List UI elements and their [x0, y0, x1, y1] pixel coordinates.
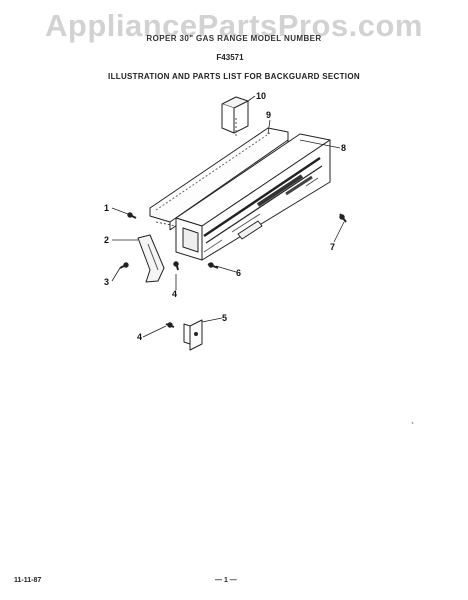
callout-4-upper: 4	[172, 289, 177, 299]
callout-9: 9	[266, 110, 271, 120]
screw-part-1	[127, 212, 137, 219]
section-title: ILLUSTRATION AND PARTS LIST FOR BACKGUAR…	[108, 72, 360, 81]
callout-3: 3	[104, 277, 109, 287]
watermark: AppliancePartsPros.com	[45, 8, 423, 43]
callout-2: 2	[104, 235, 109, 245]
screw-part-6	[207, 262, 219, 269]
end-cap-part-2	[137, 234, 165, 283]
callout-6: 6	[236, 268, 241, 278]
screw-part-7	[339, 213, 347, 223]
screw-part-4a	[173, 261, 179, 271]
callout-7: 7	[330, 242, 335, 252]
diagram-title: ROPER 30" GAS RANGE MODEL NUMBER	[146, 34, 322, 43]
callout-4-lower: 4	[137, 332, 142, 342]
backguard-part-8	[175, 133, 331, 261]
page-number: — 1 —	[215, 577, 237, 584]
callout-8: 8	[341, 143, 346, 153]
footer-date: 11-11-87	[14, 577, 42, 584]
callout-10: 10	[256, 91, 266, 101]
model-number: F43571	[216, 53, 244, 62]
screw-part-4b	[165, 322, 175, 328]
control-box-part-10	[221, 96, 249, 136]
screw-part-3	[119, 262, 129, 269]
callout-5: 5	[222, 313, 227, 323]
leader-lines	[111, 95, 345, 338]
bracket-part-5	[183, 319, 203, 351]
speck	[411, 421, 414, 425]
callout-1: 1	[104, 203, 109, 213]
